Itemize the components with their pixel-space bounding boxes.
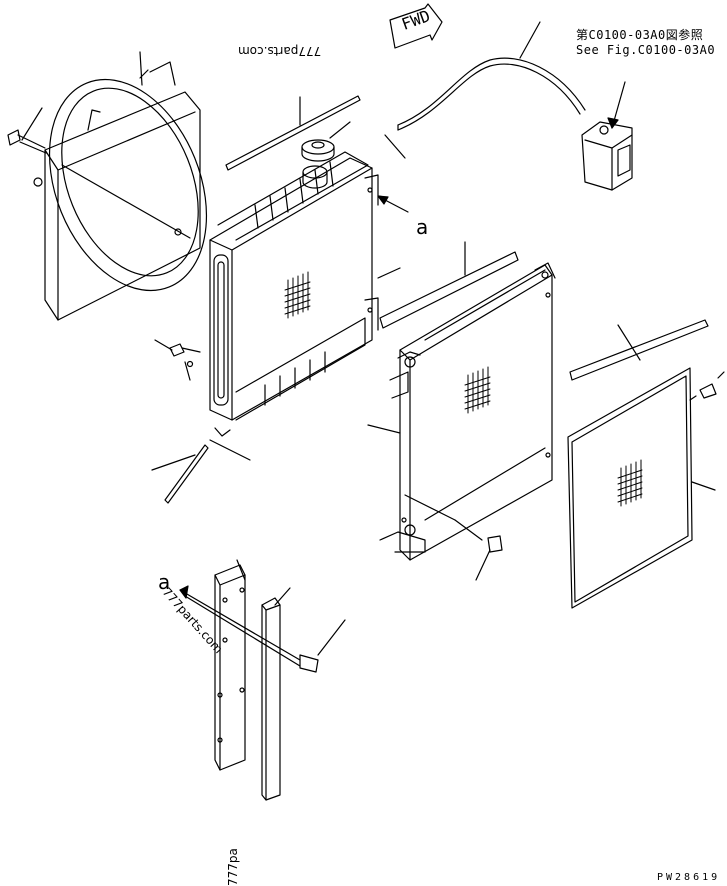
- view-marker-a-upper: a: [416, 215, 429, 239]
- radiator-cap: [301, 139, 335, 162]
- shroud-bolt-icon: [7, 129, 47, 154]
- figure-reference-jp: 第C0100-03A0図参照: [576, 28, 704, 42]
- seal-block: [261, 597, 281, 801]
- arrow-icon: [377, 195, 389, 205]
- screen-seal-strip: [569, 319, 709, 381]
- fan-shroud: [33, 61, 208, 321]
- leader-line: [236, 559, 246, 581]
- leader-line: [154, 339, 173, 351]
- radiator-bolt-icon: [169, 343, 201, 368]
- leader-line: [139, 51, 143, 86]
- oil-cooler: [379, 262, 556, 561]
- leader-line: [317, 619, 346, 656]
- leader-line: [209, 439, 251, 461]
- view-marker-a-lower: a: [158, 570, 171, 594]
- cooler-bolt-icon: [454, 519, 503, 553]
- overflow-hose: [397, 57, 586, 131]
- leader-line: [367, 424, 401, 434]
- leader-line: [21, 107, 43, 141]
- watermark-bottom: 777pa: [226, 848, 240, 886]
- leader-line: [274, 587, 291, 606]
- leader-line: [404, 494, 456, 521]
- leader-line: [329, 121, 351, 139]
- bracket-bolt-icon: [179, 585, 319, 673]
- support-rod: [164, 444, 209, 504]
- arrow-icon: [607, 117, 619, 129]
- watermark-top: 777parts.com: [238, 44, 322, 58]
- top-seal-strip: [225, 95, 361, 171]
- wing-bolt-icon: [689, 371, 725, 401]
- cooler-seal-strip: [379, 251, 519, 329]
- drawing-code: PW28619: [657, 872, 721, 883]
- figure-reference-en: See Fig.C0100-03A0: [576, 43, 716, 57]
- leader-line: [519, 21, 541, 59]
- leader-line: [377, 267, 401, 279]
- reserve-tank: [581, 121, 633, 191]
- side-bracket: [214, 564, 246, 771]
- leader-line: [184, 361, 191, 381]
- fwd-arrow-icon: [389, 3, 443, 49]
- leader-line: [384, 134, 406, 159]
- leader-line: [384, 199, 409, 213]
- leader-line: [617, 324, 641, 361]
- leader-line: [691, 481, 716, 491]
- leader-line: [475, 549, 491, 581]
- dust-screen: [567, 367, 693, 609]
- leader-line: [151, 454, 196, 471]
- radiator: [209, 151, 379, 437]
